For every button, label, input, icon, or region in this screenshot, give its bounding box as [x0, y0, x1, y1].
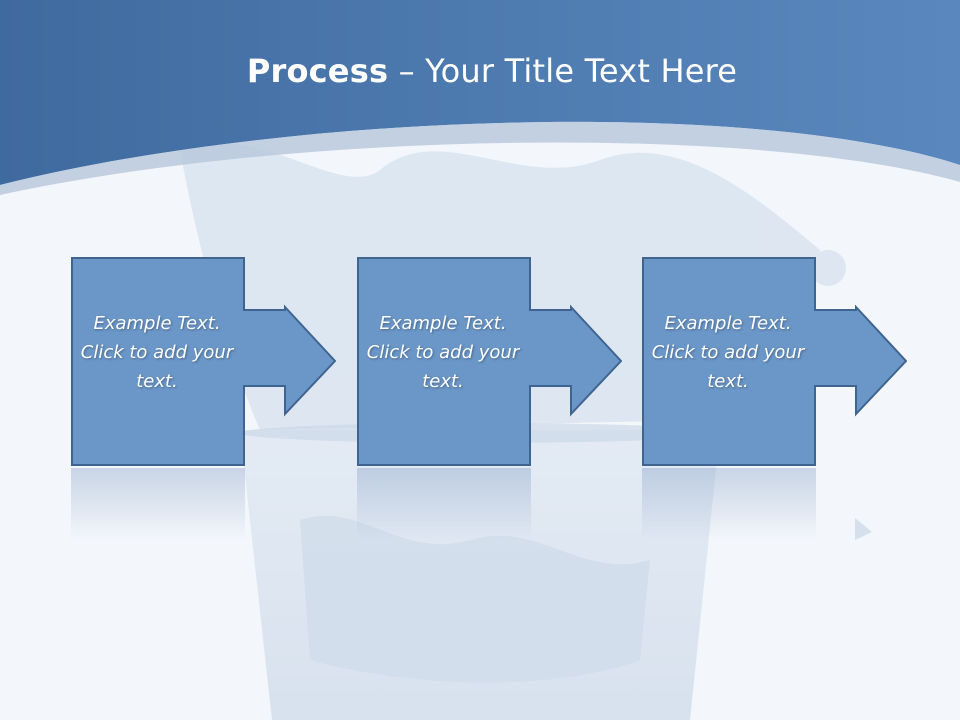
- arrow-shape: [642, 257, 907, 466]
- step-text[interactable]: Example Text. Click to add your text.: [80, 313, 234, 392]
- title-bold: Process: [246, 52, 389, 90]
- step-reflection: [357, 468, 531, 540]
- process-step-2[interactable]: Example Text. Click to add your text.: [357, 257, 622, 467]
- step-text[interactable]: Example Text. Click to add your text.: [651, 313, 805, 392]
- page-title: Process – Your Title Text Here: [0, 52, 960, 90]
- process-step-1[interactable]: Example Text. Click to add your text.: [71, 257, 336, 467]
- arrow-shape: [357, 257, 622, 466]
- process-step-3[interactable]: Example Text. Click to add your text.: [642, 257, 907, 467]
- title-text: – Your Title Text Here: [388, 52, 738, 90]
- arrow-shape: [71, 257, 336, 466]
- step-reflection: [71, 468, 245, 540]
- step-text[interactable]: Example Text. Click to add your text.: [366, 313, 520, 392]
- step-reflection: [642, 468, 816, 540]
